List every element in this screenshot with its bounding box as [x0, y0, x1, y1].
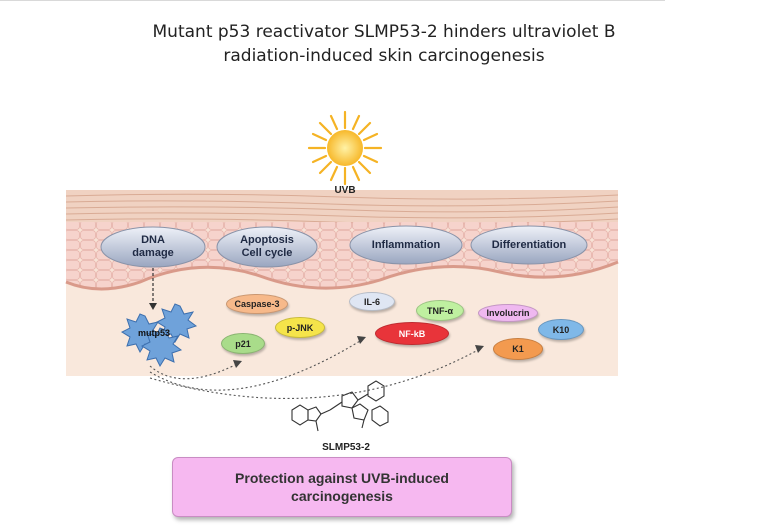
figure-title: Mutant p53 reactivator SLMP53-2 hinders … [0, 20, 768, 68]
compound-action-arrows [149, 340, 479, 399]
process-dna-damage-line2: damage [132, 247, 174, 259]
process-inflammation: Inflammation [350, 226, 462, 264]
mutp53-star-icon [120, 303, 198, 368]
marker-caspase-3: Caspase-3 [226, 294, 288, 314]
process-ellipses [100, 225, 588, 268]
marker-tnf-alpha: TNF-α [416, 300, 464, 321]
arrowhead-icon [357, 336, 366, 344]
process-apoptosis-line1: Apoptosis [240, 234, 294, 246]
protection-line2: carcinogenesis [291, 488, 393, 504]
sun-icon [307, 110, 383, 186]
process-differentiation: Differentiation [471, 226, 587, 264]
process-differentiation-line1: Differentiation [491, 238, 567, 251]
marker-p-jnk: p-JNK [275, 317, 325, 338]
process-apoptosis-cell-cycle: Apoptosis Cell cycle [217, 227, 317, 267]
arrowhead-icon [149, 303, 157, 310]
marker-k1: K1 [493, 338, 543, 360]
title-line-1: Mutant p53 reactivator SLMP53-2 hinders … [152, 22, 616, 42]
uvb-label: UVB [334, 185, 356, 196]
compound-label: SLMP53-2 [322, 442, 370, 453]
arrowhead-icon [233, 360, 242, 368]
process-apoptosis-line2: Cell cycle [241, 247, 293, 259]
title-line-2: radiation-induced skin carcinogenesis [223, 46, 545, 66]
marker-p21: p21 [221, 333, 265, 354]
protection-line1: Protection against UVB-induced [235, 470, 449, 486]
process-dna-damage-line1: DNA [141, 234, 165, 246]
marker-nf-kb: NF-kB [375, 322, 449, 345]
marker-involucrin: Involucrin [478, 304, 538, 322]
process-inflammation-line1: Inflammation [371, 238, 441, 251]
top-divider-line [0, 0, 665, 1]
process-dna-damage: DNA damage [101, 227, 205, 267]
protection-box: Protection against UVB-induced carcinoge… [172, 457, 512, 517]
slmp53-2-structure-icon [291, 380, 389, 432]
marker-k10: K10 [538, 319, 584, 340]
arrowhead-icon [475, 345, 484, 353]
mutp53-label: mutp53 [137, 328, 170, 338]
marker-il-6: IL-6 [349, 292, 395, 311]
